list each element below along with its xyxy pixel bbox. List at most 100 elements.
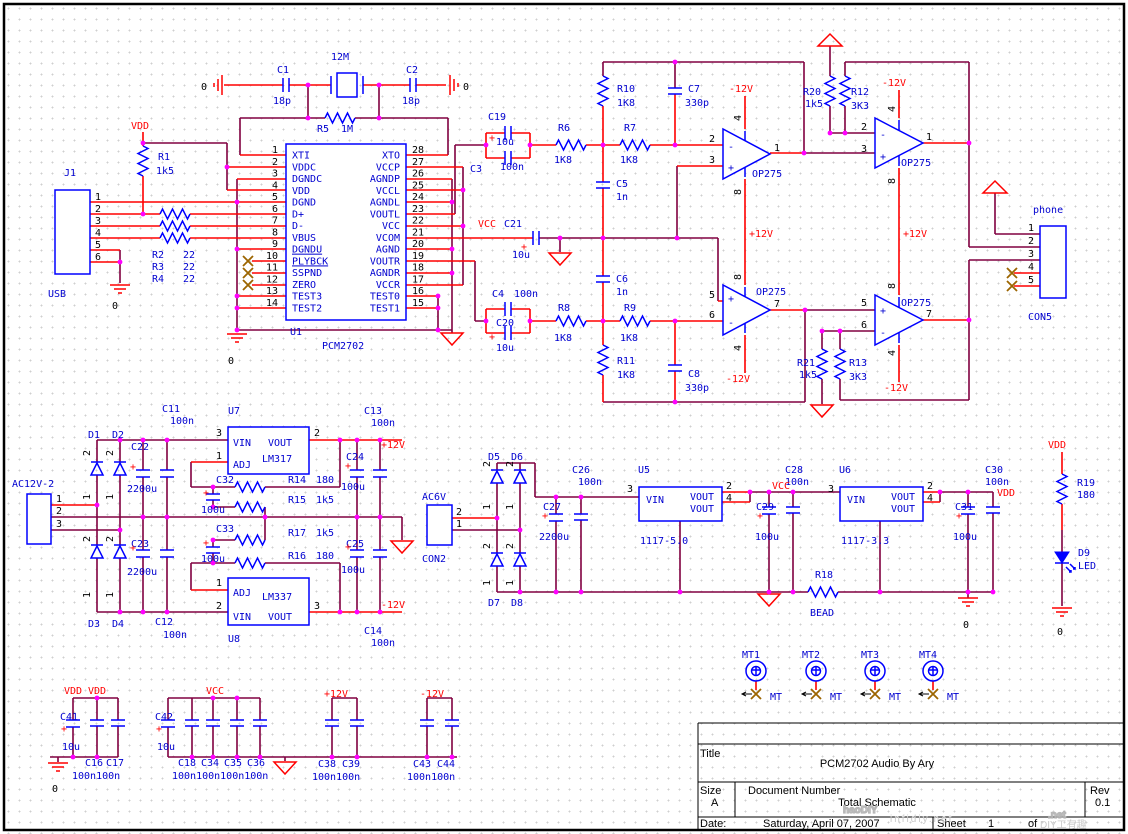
u1-pin-number: 19	[412, 251, 424, 262]
junction-dot	[234, 327, 240, 333]
schematic-label: 2	[726, 481, 732, 492]
schematic-label: 100n100n100n100n	[172, 771, 268, 782]
junction-dot	[449, 199, 455, 205]
u1-pin-number: 27	[412, 157, 424, 168]
junction-dot	[819, 328, 825, 334]
u1-pin-name: AGNDL	[370, 198, 400, 209]
schematic-label: VOUT	[690, 504, 714, 515]
schematic-label: VOUT	[891, 504, 915, 515]
schematic-label: LM337	[262, 592, 292, 603]
schematic-label: 2	[95, 204, 101, 215]
schematic-label: MT3	[861, 650, 879, 661]
junction-dot	[117, 437, 123, 443]
junction-dot	[527, 142, 533, 148]
schematic-label: +12V	[903, 229, 927, 240]
junction-dot	[842, 130, 848, 136]
schematic-label: 1k5	[805, 99, 823, 110]
mt-pad-icon	[927, 688, 939, 700]
u1-pin-number: 28	[412, 145, 424, 156]
u1-pin-name: XTO	[382, 151, 400, 162]
schematic-label: C42	[155, 712, 173, 723]
schematic-label: 1	[456, 519, 462, 530]
schematic-label: C25	[346, 539, 364, 550]
watermark-text: haoDIY	[843, 805, 878, 816]
u1-pin-name: SSPND	[292, 268, 322, 279]
resistor-r5	[324, 112, 356, 124]
junction-dot	[965, 589, 971, 595]
schematic-label: C19	[488, 112, 506, 123]
schematic-label: +	[880, 306, 886, 317]
schematic-label: 2	[456, 507, 462, 518]
u1-pin-name: VCOM	[376, 233, 400, 244]
junction-dot	[377, 437, 383, 443]
schematic-label: 3K3	[849, 372, 867, 383]
schematic-label: 5	[861, 298, 867, 309]
schematic-label: ADJ	[233, 588, 251, 599]
schematic-label: 2	[861, 122, 867, 133]
schematic-label: MT1	[742, 650, 760, 661]
watermark: haoDIY .net infidiy.net DIY工有趣	[842, 804, 1086, 831]
junction-dot	[494, 515, 500, 521]
schematic-label: ADJ	[233, 460, 251, 471]
junction-dots	[70, 59, 996, 760]
junction-dot	[234, 293, 240, 299]
schematic-label: C11	[162, 404, 180, 415]
junction-dot	[354, 514, 360, 520]
schematic-label: R14	[288, 475, 306, 486]
schematic-label: C26	[572, 465, 590, 476]
schematic-label: 2200u	[127, 484, 157, 495]
schematic-label: MT4	[919, 650, 937, 661]
u1-pin-name: VCCR	[376, 280, 401, 291]
capacitor-plates-vertical	[66, 87, 1000, 728]
junction-dot	[672, 318, 678, 324]
junction-dot	[674, 235, 680, 241]
schematic-label: 8	[733, 189, 744, 195]
u1-pin-number: 16	[412, 286, 424, 297]
schematic-label: MT2	[802, 650, 820, 661]
components	[26, 72, 1076, 728]
schematic-label: +12V	[381, 440, 405, 451]
schematic-label: 2	[482, 543, 493, 549]
opamp-op275-3	[874, 116, 925, 170]
schematic-label: 7	[926, 309, 932, 320]
junction-dot	[766, 489, 772, 495]
schematic-label: U6	[839, 465, 851, 476]
schematic-label: C34	[201, 758, 219, 769]
schematic-label: VDD	[88, 686, 106, 697]
u1-pin-name: VOUTL	[370, 209, 400, 220]
schematic-label: D3	[88, 619, 100, 630]
u1-pin-number: 13	[266, 286, 278, 297]
schematic-label: 1	[482, 580, 493, 586]
schematic-label: VOUT	[268, 612, 292, 623]
schematic-label: C24	[346, 452, 364, 463]
junction-dot	[837, 328, 843, 334]
schematic-label: USB	[48, 289, 66, 300]
schematic-label: C12	[155, 617, 173, 628]
u1-pin-number: 9	[272, 239, 278, 250]
junction-dot	[747, 489, 753, 495]
schematic-label: VIN	[847, 495, 865, 506]
u1-pin-number: 11	[266, 263, 278, 274]
schematic-label: C6	[616, 274, 628, 285]
u1-pin-number: 22	[412, 216, 424, 227]
ic-u1-pcm2702	[285, 143, 407, 321]
schematic-label: C28	[785, 465, 803, 476]
schematic-label: J1	[64, 168, 76, 179]
u1-pin-name: VOUTR	[370, 256, 401, 267]
schematic-label: 2	[1028, 236, 1034, 247]
junction-dot	[557, 235, 563, 241]
schematic-label: D6	[511, 452, 523, 463]
diode-d4	[113, 544, 127, 559]
junction-dot	[677, 589, 683, 595]
schematic-label: 1	[216, 451, 222, 462]
junction-dot	[140, 140, 146, 146]
schematic-label: -12V	[729, 84, 753, 95]
schematic-label: +	[757, 511, 763, 522]
schematic-label: MT	[770, 692, 782, 703]
junction-dot	[210, 560, 216, 566]
led-d9	[1054, 551, 1076, 573]
schematic-label: 100u	[201, 505, 225, 516]
junction-dot	[70, 754, 76, 760]
schematic-label: VCC	[772, 481, 790, 492]
schematic-label: PCM2702	[322, 341, 364, 352]
